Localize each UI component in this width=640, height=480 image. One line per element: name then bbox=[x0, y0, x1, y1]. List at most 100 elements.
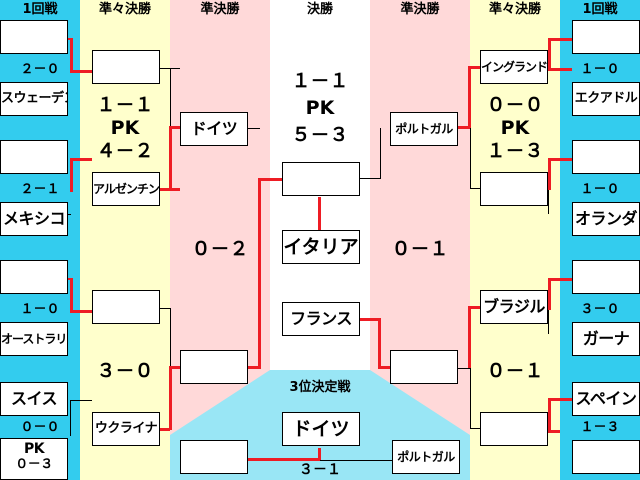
match-score: ４－２ bbox=[96, 140, 154, 162]
connector-line bbox=[258, 178, 261, 368]
team-box: エクアドル bbox=[572, 82, 640, 116]
team-box bbox=[282, 162, 360, 196]
connector-line bbox=[470, 188, 482, 189]
match-score: １－０ bbox=[20, 302, 60, 317]
team-box: イングランド bbox=[480, 50, 548, 84]
connector-line bbox=[470, 128, 471, 188]
final-score: PK bbox=[305, 97, 335, 119]
connector-line bbox=[380, 128, 381, 179]
team-box: スイス bbox=[0, 382, 68, 416]
connector-line bbox=[160, 428, 170, 431]
connector-line bbox=[248, 458, 320, 461]
connector-line bbox=[70, 278, 73, 312]
match-score: １－３ bbox=[580, 420, 620, 435]
match-score: ０－１ bbox=[486, 360, 544, 382]
connector-line bbox=[468, 68, 471, 128]
connector-line bbox=[70, 310, 92, 313]
third-place-winner-box: ドイツ bbox=[282, 412, 360, 446]
team-box: ブラジル bbox=[480, 290, 548, 324]
connector-line bbox=[318, 197, 321, 231]
header-semifinal-right: 準決勝 bbox=[400, 2, 440, 17]
connector-line bbox=[248, 128, 260, 129]
team-box bbox=[0, 20, 68, 54]
team-box: スウェーデン bbox=[0, 82, 68, 116]
connector-line bbox=[468, 306, 482, 309]
connector-line bbox=[470, 428, 482, 429]
connector-line bbox=[548, 68, 572, 71]
connector-line bbox=[70, 38, 73, 72]
team-box bbox=[0, 260, 68, 294]
match-score: １－１ bbox=[96, 94, 154, 116]
connector-line bbox=[468, 66, 482, 69]
team-box: アルゼンチン bbox=[92, 172, 160, 206]
match-score: ２－０ bbox=[20, 62, 60, 77]
final-score: ５－３ bbox=[291, 124, 349, 146]
champion-box: イタリア bbox=[282, 230, 360, 264]
team-box bbox=[572, 260, 640, 294]
connector-line bbox=[70, 70, 92, 73]
team-box bbox=[0, 140, 68, 174]
match-score: ３－０ bbox=[580, 302, 620, 317]
match-score: ３－０ bbox=[96, 360, 154, 382]
connector-line bbox=[468, 306, 471, 368]
third-place-score: ３－１ bbox=[299, 462, 341, 478]
match-score: ０－１ bbox=[391, 238, 449, 260]
connector-line bbox=[169, 126, 182, 129]
pk-score: ０－３ bbox=[15, 457, 53, 472]
match-score: ０－０ bbox=[486, 94, 544, 116]
team-box: フランス bbox=[282, 302, 360, 336]
team-box: ウクライナ bbox=[92, 412, 160, 446]
team-box bbox=[480, 172, 548, 206]
connector-line bbox=[258, 178, 282, 181]
connector-line bbox=[548, 310, 549, 334]
header-final: 決勝 bbox=[306, 2, 333, 17]
connector-line bbox=[548, 278, 551, 310]
connector-line bbox=[548, 430, 560, 433]
connector-line bbox=[548, 190, 549, 214]
connector-line bbox=[170, 68, 171, 128]
team-box bbox=[480, 412, 548, 446]
match-score: ２－１ bbox=[20, 182, 60, 197]
connector-line bbox=[169, 128, 172, 190]
connector-line bbox=[458, 368, 470, 369]
connector-line bbox=[548, 158, 551, 190]
match-score: １－０ bbox=[580, 62, 620, 77]
match-score: ０－２ bbox=[191, 238, 249, 260]
connector-line bbox=[378, 366, 392, 369]
match-score: ０－０ bbox=[20, 420, 60, 435]
team-box: オランダ bbox=[572, 202, 640, 236]
match-score: １－３ bbox=[486, 140, 544, 162]
team-box: オーストラリア bbox=[0, 322, 68, 356]
connector-line bbox=[70, 400, 71, 436]
team-box bbox=[390, 350, 458, 384]
connector-line bbox=[357, 318, 381, 321]
connector-line bbox=[548, 398, 551, 432]
header-quarterfinal-right: 準々決勝 bbox=[488, 2, 541, 17]
team-box: ドイツ bbox=[180, 112, 248, 146]
team-box bbox=[572, 440, 640, 474]
team-box: メキシコ bbox=[0, 202, 68, 236]
team-box: PK ０－３ bbox=[0, 438, 68, 480]
final-score: １－１ bbox=[291, 70, 349, 92]
connector-line bbox=[248, 366, 261, 369]
header-quarterfinal-left: 準々決勝 bbox=[98, 2, 151, 17]
connector-line bbox=[68, 278, 71, 280]
connector-line bbox=[169, 366, 182, 369]
connector-line bbox=[548, 398, 572, 401]
team-box bbox=[180, 350, 248, 384]
team-box bbox=[92, 290, 160, 324]
connector-line bbox=[68, 214, 71, 215]
connector-line bbox=[170, 308, 171, 368]
connector-line bbox=[548, 38, 551, 70]
connector-line bbox=[318, 448, 321, 460]
team-box: ポルトガル bbox=[390, 112, 458, 146]
third-place-label: 3位決定戦 bbox=[289, 380, 351, 395]
team-box: ガーナ bbox=[572, 322, 640, 356]
header-semifinal-left: 準決勝 bbox=[200, 2, 240, 17]
connector-line bbox=[160, 308, 170, 309]
team-box bbox=[92, 50, 160, 84]
connector-line bbox=[378, 318, 381, 368]
connector-line bbox=[248, 460, 392, 461]
connector-line bbox=[548, 158, 572, 161]
connector-line bbox=[70, 400, 92, 401]
